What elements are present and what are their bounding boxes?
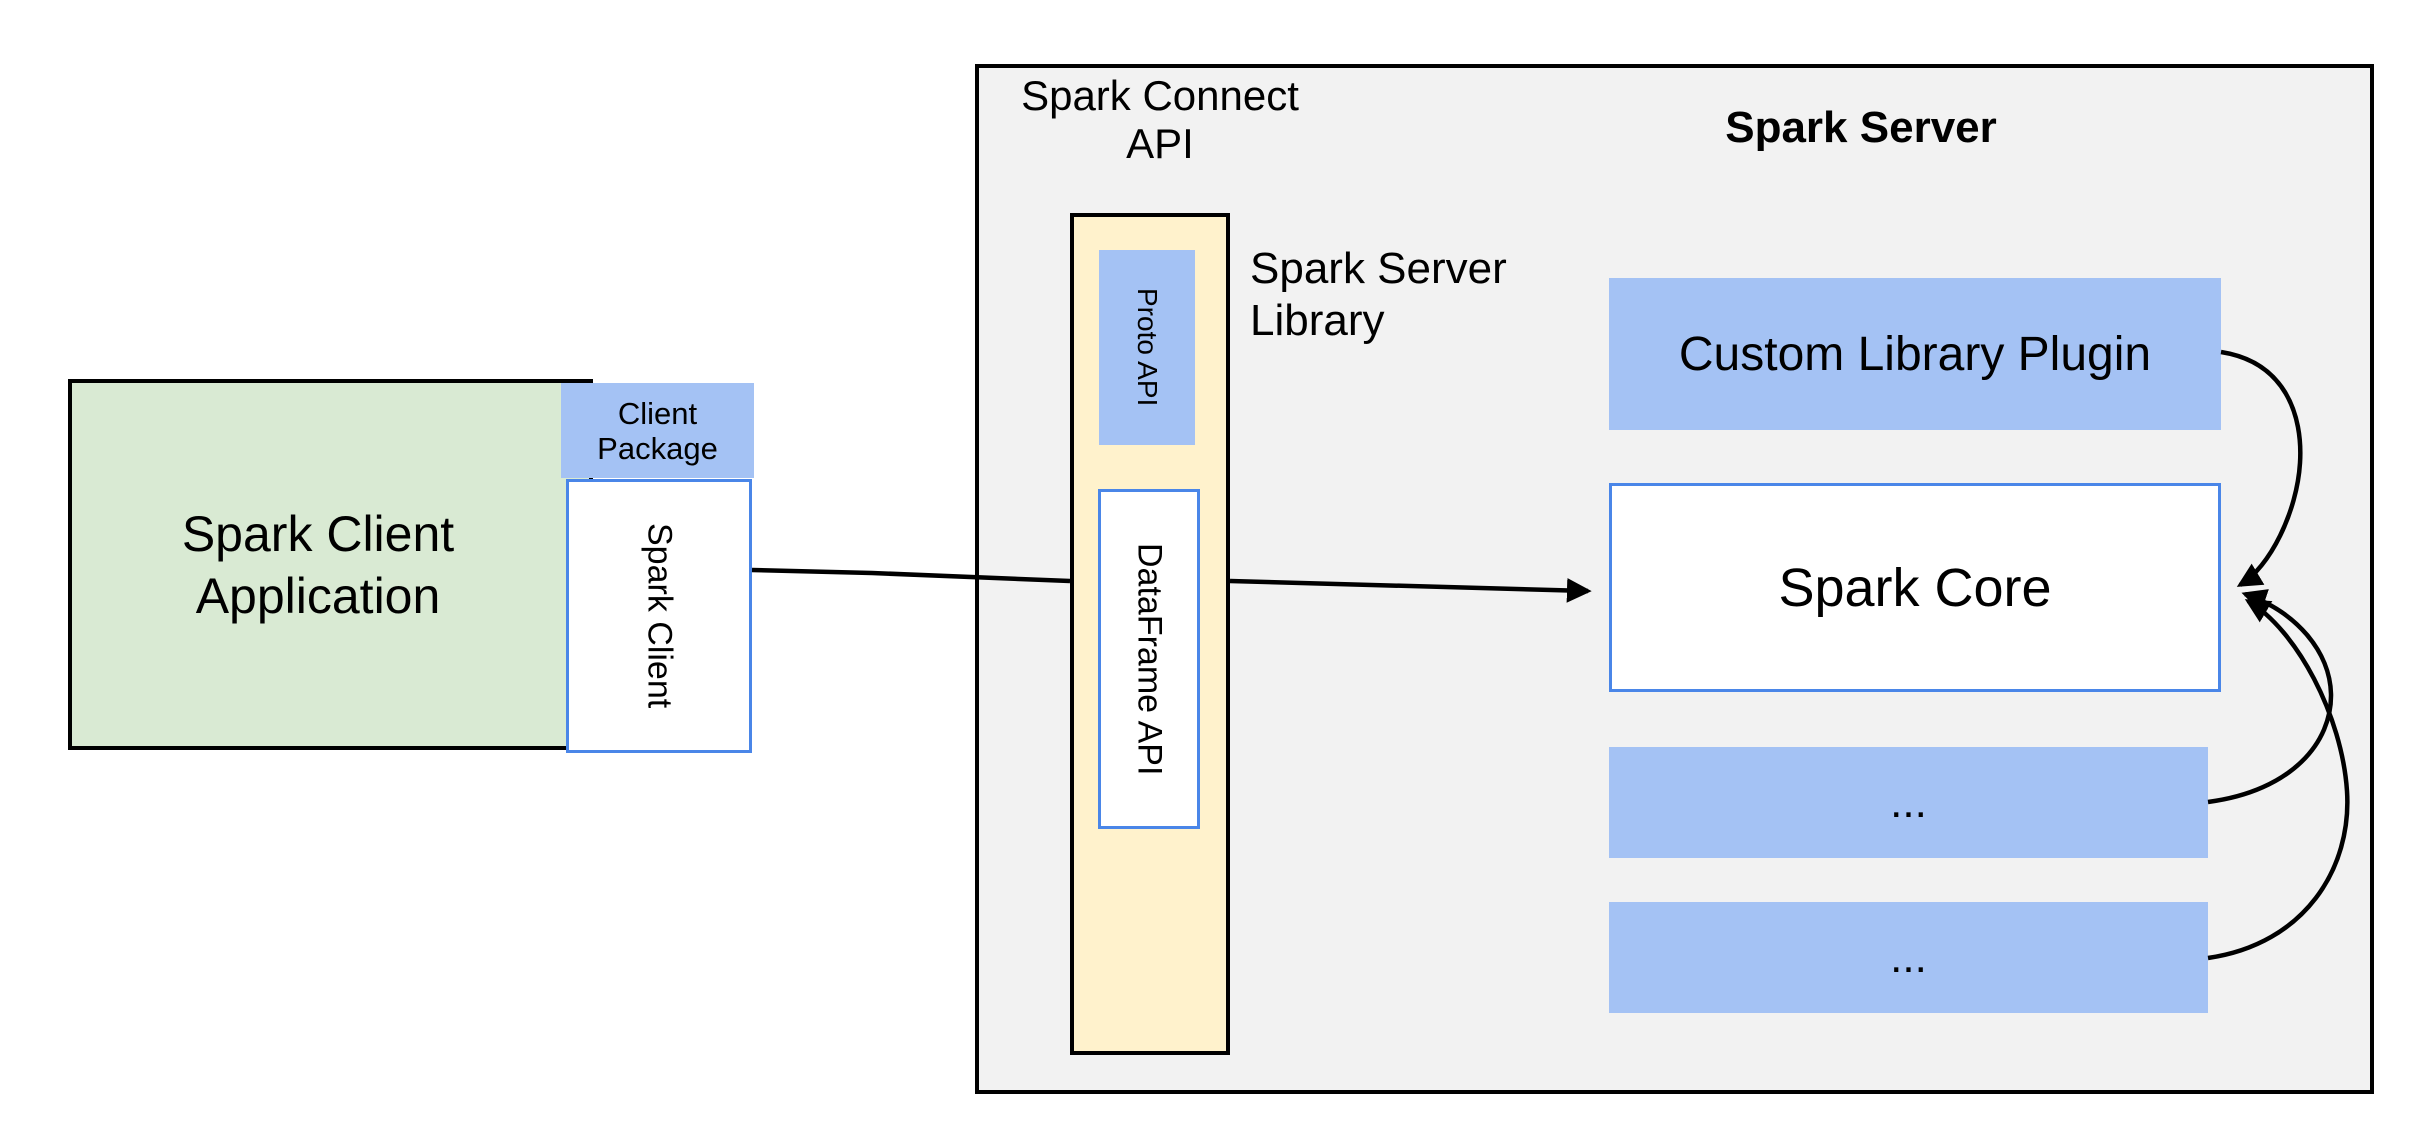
proto-api-label: Proto API <box>1132 288 1163 407</box>
plugin-slot-2-label: ... <box>1890 932 1927 982</box>
spark-server-library-label: Spark Server Library <box>1250 244 1507 345</box>
spark-core-label: Spark Core <box>1778 557 2052 618</box>
spark-client-box: Spark Client <box>566 479 752 753</box>
custom-library-plugin-label: Custom Library Plugin <box>1678 327 2152 381</box>
spark-client-application-label-line1: Spark Client <box>181 505 455 562</box>
plugin-slot-1-label: ... <box>1890 777 1927 827</box>
dataframe-api-label: DataFrame API <box>1130 542 1169 776</box>
plugin-slot-1-box: ... <box>1609 747 2208 858</box>
spark-client-application-box <box>68 379 593 750</box>
custom-library-plugin-box: Custom Library Plugin <box>1609 278 2221 430</box>
spark-client-application-label: Spark Client Application <box>68 379 568 750</box>
spark-client-application-label-line2: Application <box>195 567 441 624</box>
spark-server-title: Spark Server <box>1725 103 1997 152</box>
dataframe-api-box: DataFrame API <box>1098 489 1200 829</box>
spark-client-label: Spark Client <box>640 523 679 709</box>
proto-api-box: Proto API <box>1099 250 1195 445</box>
client-package-label: Client Package <box>597 395 718 466</box>
plugin-slot-2-box: ... <box>1609 902 2208 1013</box>
client-package-box: Client Package <box>561 383 754 478</box>
spark-core-box: Spark Core <box>1609 483 2221 692</box>
spark-connect-api-label: Spark Connect API <box>1021 72 1299 167</box>
